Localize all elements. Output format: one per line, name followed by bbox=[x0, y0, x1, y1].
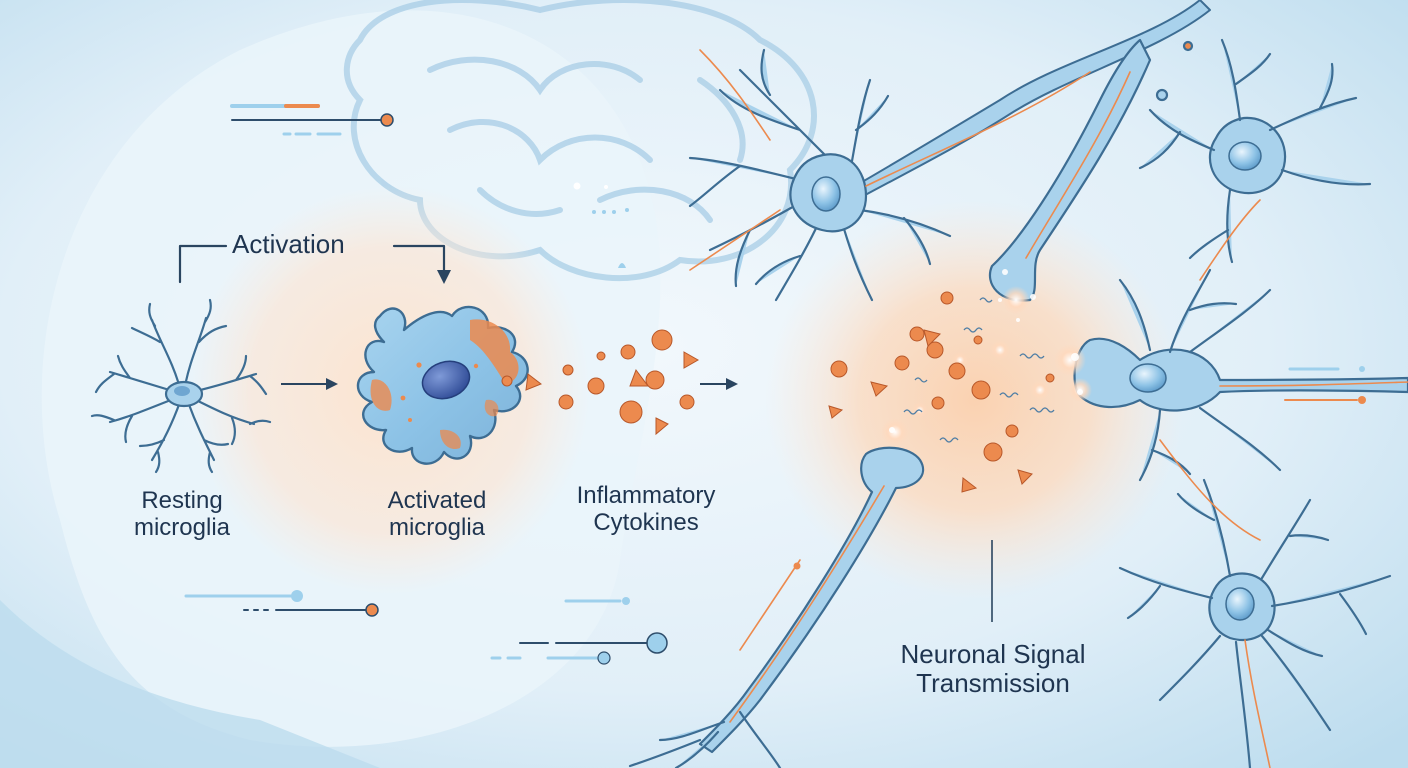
neuron-network bbox=[628, 0, 1408, 768]
arrow-right-icon bbox=[281, 378, 338, 390]
background-corner bbox=[0, 600, 380, 768]
inflammatory-cytokines-label-line2: Cytokines bbox=[593, 508, 699, 536]
resting-microglia bbox=[90, 298, 272, 474]
axon-top-terminal bbox=[989, 38, 1194, 302]
activated-microglia-label-line1: Activated bbox=[387, 487, 487, 514]
resting-microglia-label-line1: Resting bbox=[141, 487, 223, 514]
synaptic-cleft bbox=[828, 269, 1092, 493]
neuronal-signal-label: Neuronal Signal Transmission bbox=[868, 639, 1118, 699]
decor-markers bbox=[184, 104, 1366, 665]
activation-bracket bbox=[178, 244, 451, 284]
neuron-top-left bbox=[688, 0, 1211, 302]
activated-microglia bbox=[356, 305, 529, 465]
axon-bottom-terminal bbox=[628, 446, 925, 768]
neuron-right bbox=[1073, 268, 1408, 482]
cytokine-cluster bbox=[501, 329, 700, 436]
resting-microglia-label-line2: microglia bbox=[133, 513, 231, 541]
inflammatory-cytokines-label: Inflammatory Cytokines bbox=[548, 482, 744, 537]
neuronal-signal-label-line1: Neuronal Signal bbox=[900, 639, 1086, 669]
arrow-right-icon-2 bbox=[700, 378, 738, 390]
neuron-bottom-right bbox=[1118, 478, 1392, 768]
neuron-top-right bbox=[1138, 38, 1372, 264]
brain-outline bbox=[343, 0, 817, 282]
activated-microglia-label-line2: microglia bbox=[388, 513, 486, 541]
inflammatory-cytokines-label-line1: Inflammatory bbox=[576, 482, 716, 509]
neuronal-signal-label-line2: Transmission bbox=[916, 668, 1070, 699]
activation-label: Activation bbox=[232, 229, 345, 259]
activated-microglia-label: Activated microglia bbox=[362, 487, 512, 542]
resting-microglia-label: Resting microglia bbox=[108, 487, 256, 542]
